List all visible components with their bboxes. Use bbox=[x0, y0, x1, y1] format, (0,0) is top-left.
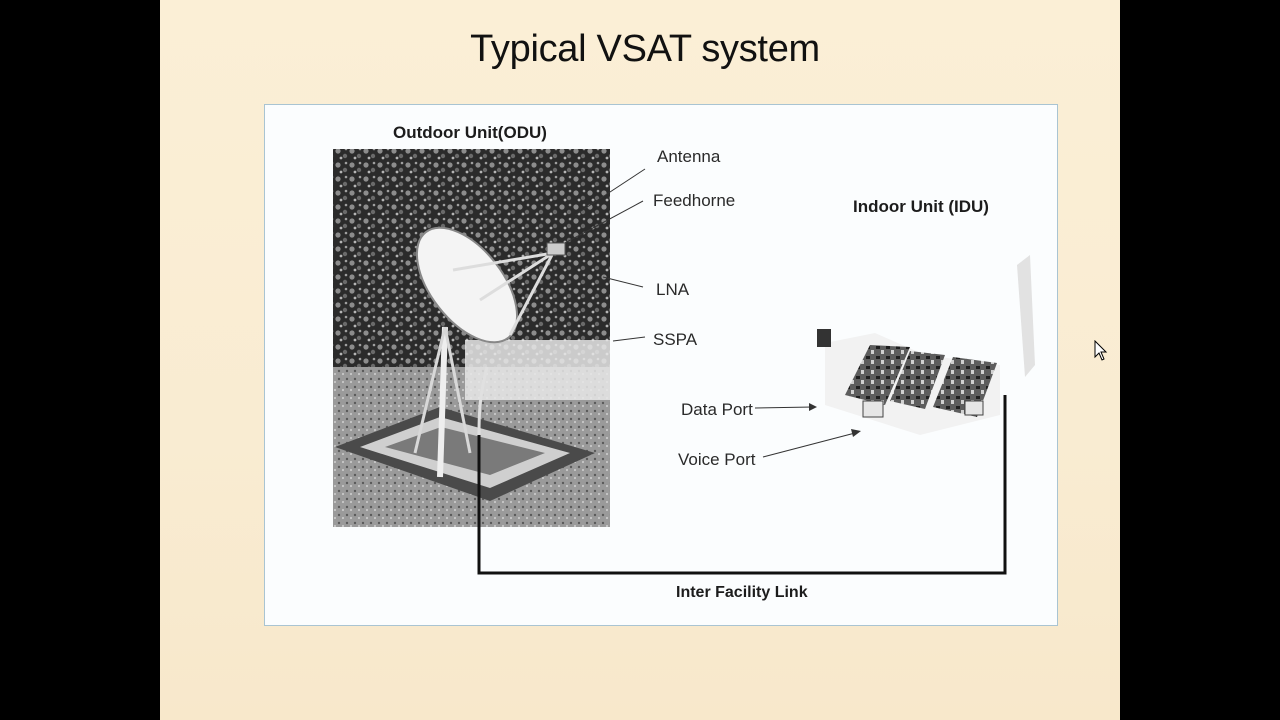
outdoor-unit-photo bbox=[333, 149, 610, 527]
odu-heading: Outdoor Unit(ODU) bbox=[393, 123, 547, 142]
inter-facility-link-cable bbox=[477, 395, 1007, 575]
slide-title: Typical VSAT system bbox=[470, 28, 820, 70]
vsat-diagram-graphic bbox=[333, 149, 1035, 575]
callout-antenna: Antenna bbox=[657, 147, 721, 166]
indoor-unit-photo bbox=[817, 255, 1035, 435]
vsat-diagram: Outdoor Unit(ODU) Indoor Unit (IDU) Ante… bbox=[264, 104, 1058, 626]
callout-lna: LNA bbox=[656, 280, 690, 299]
idu-heading: Indoor Unit (IDU) bbox=[853, 197, 989, 216]
callout-feedhorn: Feedhorne bbox=[653, 191, 736, 210]
callout-data-port: Data Port bbox=[681, 400, 753, 419]
callout-voice-port: Voice Port bbox=[678, 450, 756, 469]
mouse-pointer-icon bbox=[1094, 339, 1108, 367]
inter-facility-link-label: Inter Facility Link bbox=[676, 584, 808, 601]
presentation-slide: Typical VSAT system bbox=[160, 0, 1120, 720]
callout-sspa: SSPA bbox=[653, 330, 698, 349]
